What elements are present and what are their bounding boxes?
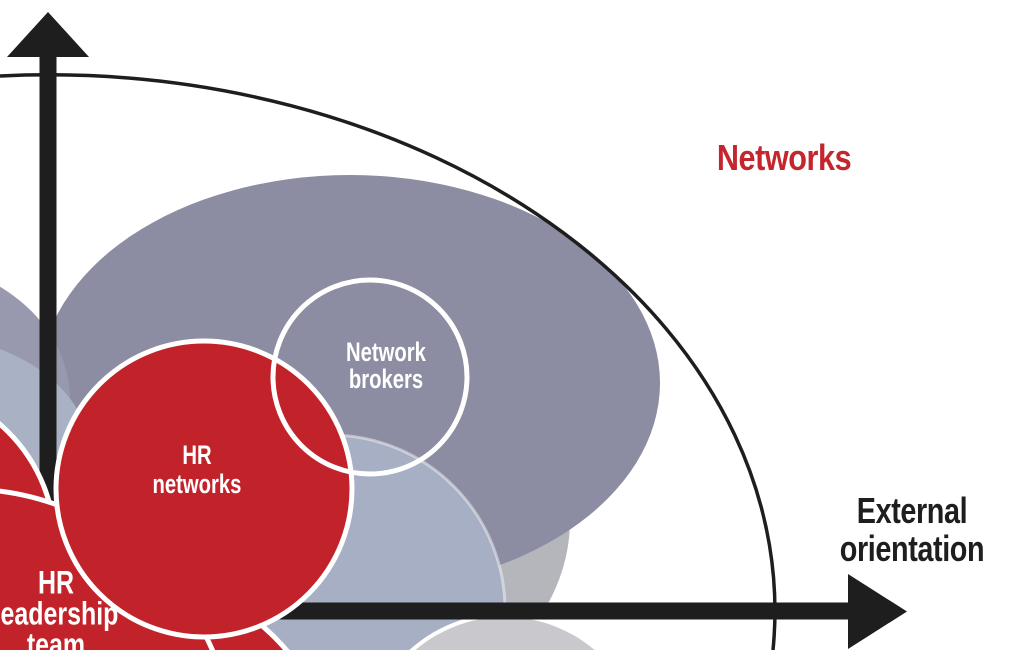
networks-label: Networks [716,137,852,178]
hr-networks-label: HR networks [152,440,242,499]
vertical-axis-arrowhead [7,12,89,57]
quadrant-arc [0,73,777,650]
network-brokers-circle [270,277,470,477]
network-brokers-label: Network brokers [346,337,426,394]
external-orientation-label: External orientation [839,490,985,569]
horizontal-axis-arrowhead [848,574,907,649]
hr-leadership-team-label: HR leadership team [0,564,119,650]
hr-networks-circle [53,338,355,640]
